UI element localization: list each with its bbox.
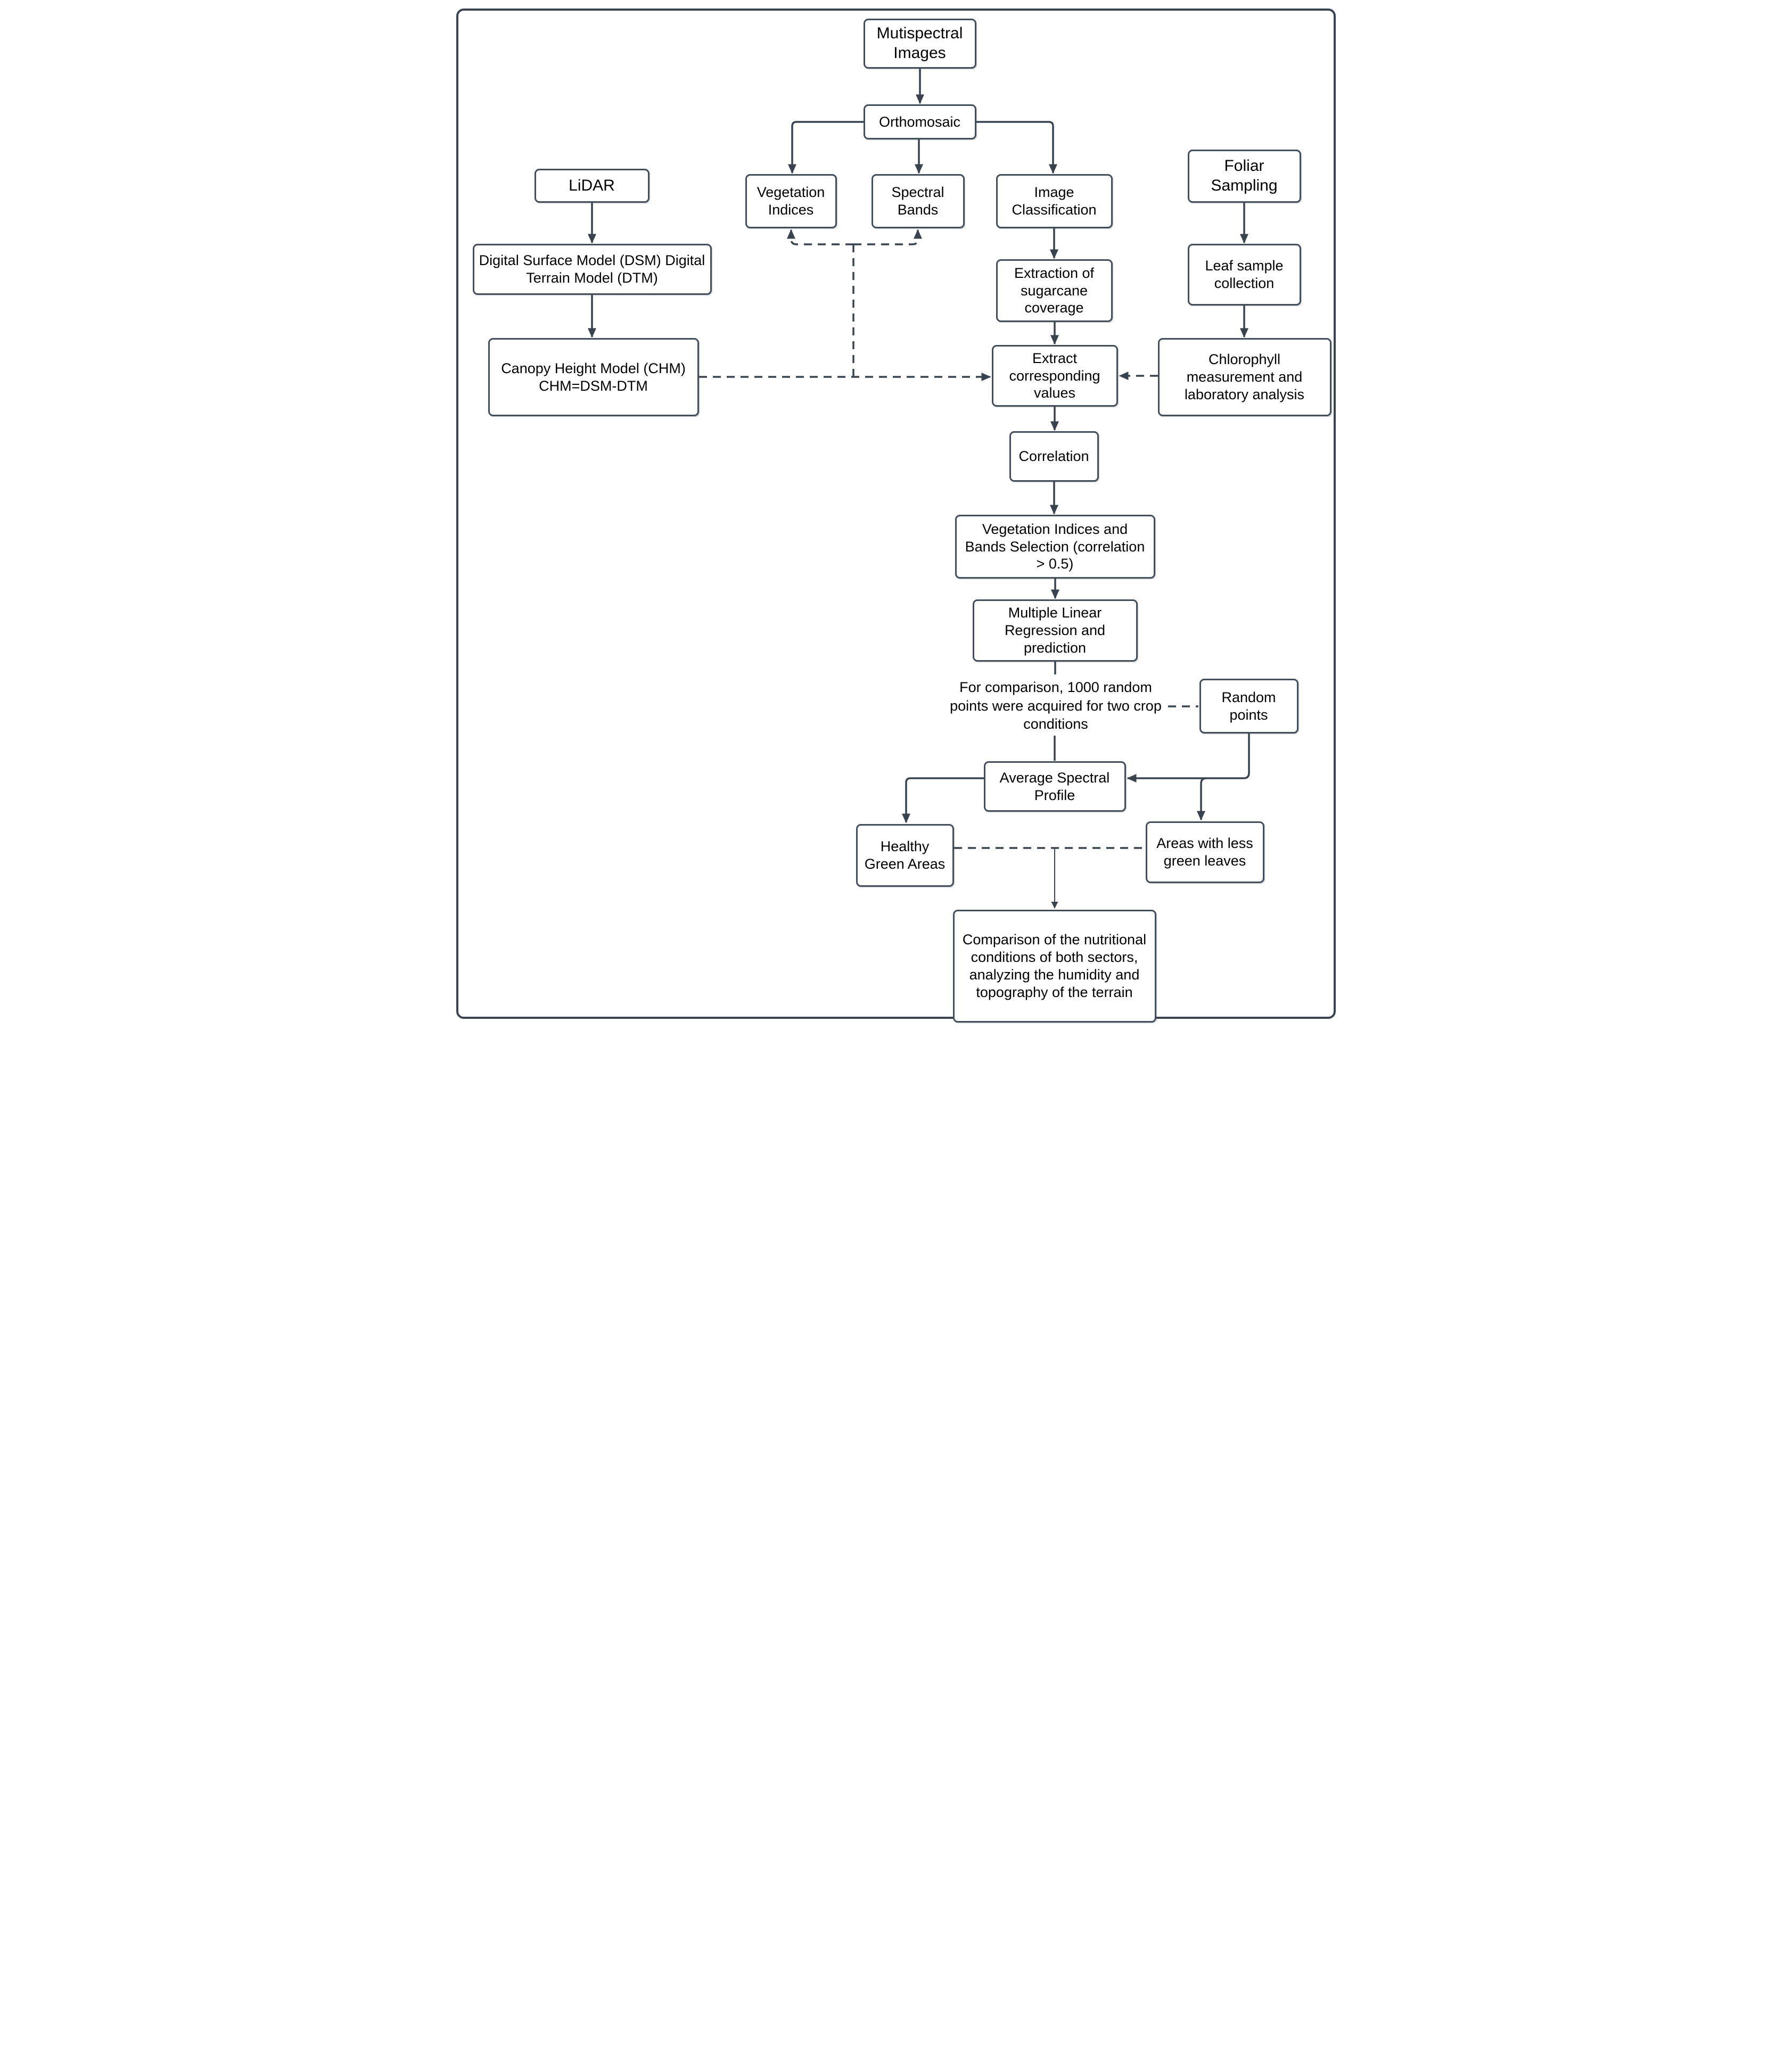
node-extraction-sugarcane: Extraction of sugarcane coverage xyxy=(996,259,1113,322)
node-leaf-sample-collection: Leaf sample collection xyxy=(1187,244,1301,306)
node-vegetation-indices: Vegetation Indices xyxy=(745,174,837,228)
node-extract-values: Extract corresponding values xyxy=(991,345,1118,407)
edge-asp-healthy xyxy=(901,777,984,823)
edge-dashed-to-spectralbands xyxy=(853,229,922,245)
node-orthomosaic: Orthomosaic xyxy=(863,104,976,139)
text-comparison-note: For comparison, 1000 random points were … xyxy=(950,679,1162,732)
edge-dashed-to-vegindices xyxy=(786,229,853,245)
flowchart-canvas: Mutispectral Images Orthomosaic LiDAR Ve… xyxy=(448,0,1344,1030)
node-canopy-height-model: Canopy Height Model (CHM) CHM=DSM-DTM xyxy=(488,338,699,416)
node-random-points: Random points xyxy=(1199,679,1298,734)
node-healthy-green-areas: Healthy Green Areas xyxy=(856,824,954,887)
edge-randompoints-asp xyxy=(1127,734,1250,783)
outer-frame xyxy=(456,9,1336,1019)
edge-randompoints-lessgreen xyxy=(1196,777,1206,821)
node-dsm-dtm: Digital Surface Model (DSM) Digital Terr… xyxy=(472,244,712,295)
node-average-spectral-profile: Average Spectral Profile xyxy=(983,761,1126,812)
node-final-comparison: Comparison of the nutritional conditions… xyxy=(952,910,1156,1023)
node-vi-bands-selection: Vegetation Indices and Bands Selection (… xyxy=(955,515,1155,579)
node-multispectral-images: Mutispectral Images xyxy=(863,19,976,69)
edge-orthomosaic-vegetation-indices xyxy=(787,121,864,174)
node-correlation: Correlation xyxy=(1009,431,1099,482)
node-image-classification: Image Classification xyxy=(996,174,1113,228)
connector-layer xyxy=(587,69,1250,909)
edge-orthomosaic-image-classification xyxy=(976,121,1057,174)
node-foliar-sampling: Foliar Sampling xyxy=(1187,150,1301,203)
node-areas-less-green: Areas with less green leaves xyxy=(1145,821,1264,883)
node-lidar: LiDAR xyxy=(534,169,650,203)
node-chlorophyll-measurement: Chlorophyll measurement and laboratory a… xyxy=(1157,338,1331,416)
node-multiple-linear-regression: Multiple Linear Regression and predictio… xyxy=(972,599,1138,662)
node-spectral-bands: Spectral Bands xyxy=(871,174,965,228)
